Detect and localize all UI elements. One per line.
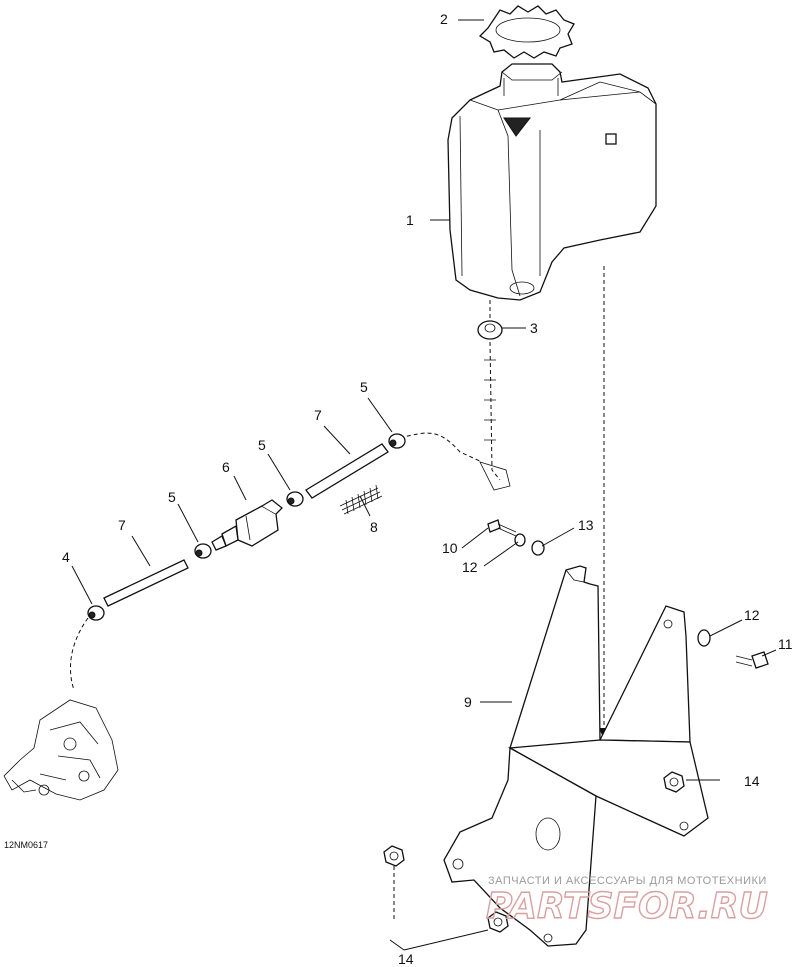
- callout-1: 1: [406, 212, 414, 228]
- hose-upper: [305, 443, 389, 499]
- clamp-lower: [194, 543, 212, 559]
- callout-4: 4: [62, 549, 70, 565]
- callout-8: 8: [370, 519, 378, 535]
- callout-2: 2: [440, 11, 448, 27]
- bolt-11: [735, 651, 769, 669]
- hose-lower: [103, 559, 189, 607]
- callout-13: 13: [578, 517, 594, 533]
- callout-5-upper: 5: [360, 379, 368, 395]
- nut-14c: [487, 911, 509, 933]
- callout-12-right: 12: [744, 607, 760, 623]
- washer-12b: [697, 629, 711, 647]
- callout-7-upper: 7: [314, 407, 322, 423]
- callout-6: 6: [222, 459, 230, 475]
- engine-component: [3, 699, 119, 801]
- nut-14a: [663, 771, 685, 793]
- tank-cap: [478, 5, 575, 59]
- watermark-tagline: ЗАПЧАСТИ И АКСЕССУАРЫ ДЛЯ МОТОТЕХНИКИ: [488, 875, 767, 887]
- callout-9: 9: [464, 694, 472, 710]
- bolt-10: [487, 519, 517, 537]
- callout-5-mid: 5: [258, 437, 266, 453]
- callout-5-lower: 5: [168, 489, 176, 505]
- callout-14-bottom: 14: [398, 951, 414, 967]
- nut-14b: [383, 845, 405, 867]
- drawing-code: 12NM0617: [4, 840, 48, 850]
- callout-3: 3: [530, 320, 538, 336]
- spring: [339, 484, 383, 515]
- callout-14-right: 14: [744, 773, 760, 789]
- callout-7-lower: 7: [118, 517, 126, 533]
- callout-10: 10: [442, 540, 458, 556]
- mounting-bracket: [443, 565, 709, 947]
- callout-11: 11: [778, 636, 793, 652]
- washer-13: [531, 540, 545, 556]
- reservoir-tank: [447, 63, 657, 301]
- clamp-end: [87, 605, 105, 621]
- washer-12a: [514, 533, 526, 547]
- grommet: [477, 320, 503, 340]
- fuel-filter: [211, 499, 283, 551]
- clamp-upper: [388, 433, 406, 449]
- clamp-mid: [286, 491, 304, 507]
- callout-12-upper: 12: [462, 559, 478, 575]
- watermark-logo: PARTSFOR.RU: [486, 886, 768, 927]
